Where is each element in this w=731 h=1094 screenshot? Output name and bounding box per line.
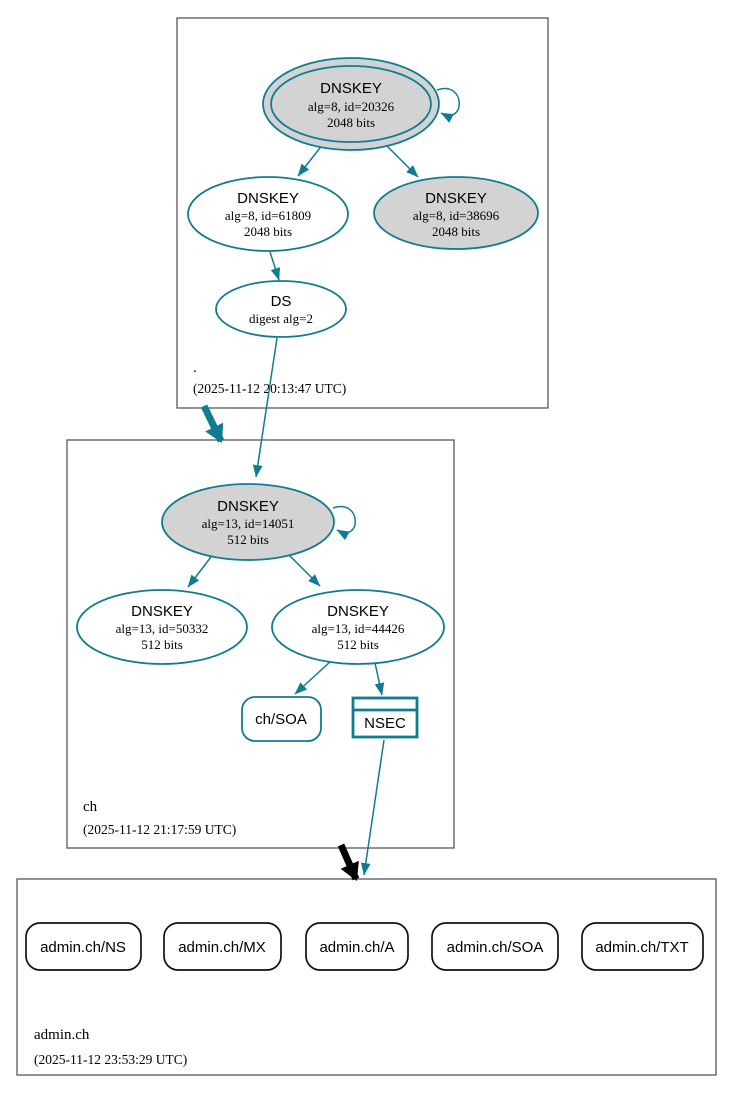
edge-insecure-delegation-ch-to-admin-ch: [337, 843, 360, 882]
ch-zsk1-ellipse: [76, 589, 248, 665]
ch-zsk2-ellipse: [271, 589, 445, 665]
rrset-admin-ch-soa-label: admin.ch/SOA: [447, 939, 544, 956]
ch-soa-rrset-node[interactable]: ch/SOA: [241, 696, 322, 742]
root-ksk-dnskey-node[interactable]: DNSKEY alg=8, id=20326 2048 bits: [262, 57, 440, 151]
root-ksk-inner-ellipse: [270, 65, 432, 143]
zone-root: . (2025-11-12 20:13:47 UTC) DNSKEY alg=8…: [176, 17, 549, 409]
ch-ksk-dnskey-node[interactable]: DNSKEY alg=13, id=14051 512 bits: [161, 483, 335, 561]
edge-ch-nsec-to-admin-ch: [360, 739, 385, 876]
root-zsk-detail: alg=8, id=61809: [225, 208, 311, 223]
rrset-admin-ch-txt[interactable]: admin.ch/TXT: [581, 922, 704, 971]
edge-ch-zsk2-to-soa: [294, 660, 332, 695]
zone-ch: ch (2025-11-12 21:17:59 UTC) DNSKEY alg=…: [66, 439, 455, 849]
rrset-admin-ch-txt-label: admin.ch/TXT: [595, 939, 688, 956]
edge-root-ksk-to-other-key: [383, 142, 419, 178]
rrset-admin-ch-mx[interactable]: admin.ch/MX: [163, 922, 282, 971]
ch-zsk1-dnskey-node[interactable]: DNSKEY alg=13, id=50332 512 bits: [76, 589, 248, 665]
root-standby-title: DNSKEY: [425, 190, 487, 207]
edge-secure-delegation-root-to-ch: [200, 404, 225, 443]
rrset-admin-ch-txt-rect: [581, 922, 704, 971]
zone-admin-ch-border: [16, 878, 717, 1076]
rrset-admin-ch-ns-label: admin.ch/NS: [40, 939, 126, 956]
root-ksk-outer-ellipse: [262, 57, 440, 151]
ch-ksk-ellipse: [161, 483, 335, 561]
edge-root-ksk-self-loop: [436, 87, 460, 123]
zone-ch-timestamp: (2025-11-12 21:17:59 UTC): [83, 822, 236, 837]
ch-zsk1-detail: alg=13, id=50332: [116, 621, 209, 636]
root-ds-ellipse: [215, 280, 347, 338]
edge-root-ds-to-ch-ksk: [252, 337, 278, 478]
ch-ksk-detail: alg=13, id=14051: [202, 516, 295, 531]
zone-admin-ch: admin.ch (2025-11-12 23:53:29 UTC) admin…: [16, 878, 717, 1076]
rrset-admin-ch-ns[interactable]: admin.ch/NS: [25, 922, 142, 971]
ch-zsk2-detail: alg=13, id=44426: [312, 621, 405, 636]
edge-ch-ksk-to-zsk2: [285, 551, 321, 587]
rrset-admin-ch-mx-rect: [163, 922, 282, 971]
ch-zsk2-size: 512 bits: [337, 637, 379, 652]
root-standby-detail: alg=8, id=38696: [413, 208, 500, 223]
root-ds-detail: digest alg=2: [249, 311, 313, 326]
zone-admin-ch-label: admin.ch: [34, 1027, 90, 1043]
edge-ch-ksk-to-zsk1: [187, 552, 215, 588]
rrset-admin-ch-mx-label: admin.ch/MX: [178, 939, 266, 956]
root-zsk-dnskey-node[interactable]: DNSKEY alg=8, id=61809 2048 bits: [187, 176, 349, 252]
rrset-admin-ch-a-rect: [305, 922, 409, 971]
rrset-admin-ch-soa[interactable]: admin.ch/SOA: [431, 922, 559, 971]
zone-root-label: .: [193, 360, 197, 376]
edge-root-zsk-to-ds: [269, 251, 280, 281]
ch-nsec-rect: [351, 696, 419, 739]
ch-ksk-title: DNSKEY: [217, 498, 279, 515]
root-standby-size: 2048 bits: [432, 224, 480, 239]
root-ksk-size: 2048 bits: [327, 115, 375, 130]
root-zsk-ellipse: [187, 176, 349, 252]
root-standby-dnskey-node[interactable]: DNSKEY alg=8, id=38696 2048 bits: [373, 176, 539, 250]
root-ds-title: DS: [271, 293, 292, 310]
ch-zsk1-size: 512 bits: [141, 637, 183, 652]
ch-nsec-node[interactable]: NSEC: [351, 696, 419, 739]
edge-ch-zsk2-to-nsec: [374, 662, 385, 696]
edge-root-ksk-to-zsk: [297, 143, 324, 177]
ch-zsk2-title: DNSKEY: [327, 603, 389, 620]
root-ds-node[interactable]: DS digest alg=2: [215, 280, 347, 338]
rrset-admin-ch-ns-rect: [25, 922, 142, 971]
rrset-admin-ch-a-label: admin.ch/A: [319, 939, 394, 956]
ch-soa-label: ch/SOA: [255, 711, 307, 728]
ch-ksk-size: 512 bits: [227, 532, 269, 547]
ch-zsk1-title: DNSKEY: [131, 603, 193, 620]
rrset-admin-ch-soa-rect: [431, 922, 559, 971]
zone-ch-label: ch: [83, 799, 98, 815]
rrset-admin-ch-a[interactable]: admin.ch/A: [305, 922, 409, 971]
ch-soa-rect: [241, 696, 322, 742]
ch-nsec-label: NSEC: [364, 715, 406, 732]
root-standby-ellipse: [373, 176, 539, 250]
edge-ch-ksk-self-loop: [332, 505, 356, 541]
ch-zsk2-dnskey-node[interactable]: DNSKEY alg=13, id=44426 512 bits: [271, 589, 445, 665]
root-ksk-title: DNSKEY: [320, 80, 382, 97]
zone-admin-ch-timestamp: (2025-11-12 23:53:29 UTC): [34, 1052, 187, 1067]
root-zsk-size: 2048 bits: [244, 224, 292, 239]
root-ksk-detail: alg=8, id=20326: [308, 99, 395, 114]
root-zsk-title: DNSKEY: [237, 190, 299, 207]
